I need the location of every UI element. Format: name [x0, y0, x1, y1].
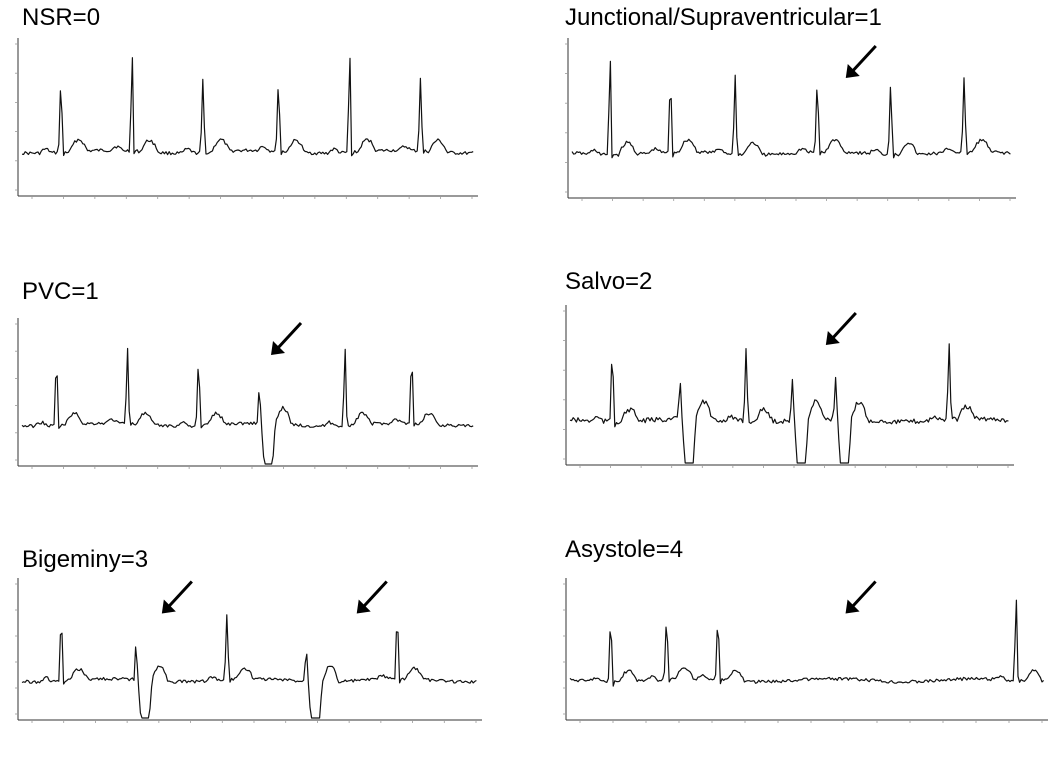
ecg-trace [21, 57, 474, 157]
event-arrow [825, 311, 857, 345]
event-arrow [271, 321, 303, 355]
event-arrow [161, 580, 193, 614]
ecg-trace [569, 343, 1009, 464]
panel-title: Junctional/Supraventricular=1 [565, 4, 882, 31]
event-arrow [845, 580, 877, 614]
panel-title: Salvo=2 [565, 268, 653, 295]
panel-title: Bigeminy=3 [22, 546, 149, 573]
ecg-trace [569, 599, 1045, 687]
panel-title: PVC=1 [22, 278, 99, 305]
panel-title: Asystole=4 [565, 536, 684, 563]
panel-title: NSR=0 [22, 4, 101, 31]
event-arrow [356, 580, 388, 614]
ecg-trace [21, 347, 474, 465]
event-arrow [845, 44, 877, 78]
ecg-trace [571, 60, 1011, 159]
ecg-trace [21, 614, 477, 719]
